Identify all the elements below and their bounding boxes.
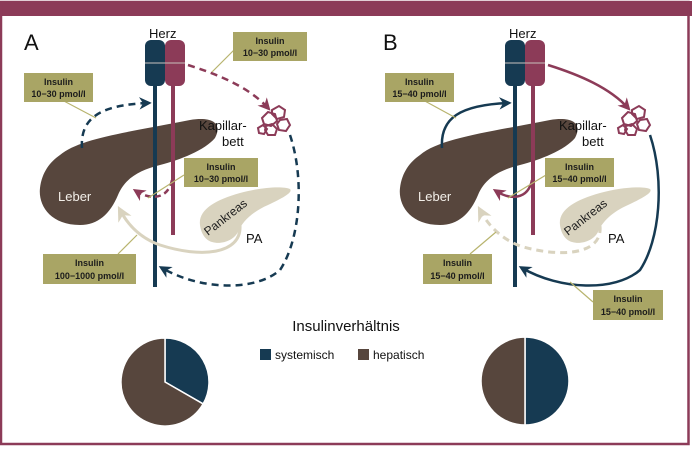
insulin-label-title: Insulin	[405, 77, 434, 87]
leader-line	[569, 281, 594, 303]
insulin-label-title: Insulin	[44, 77, 73, 87]
insulin-label-title: Insulin	[207, 162, 236, 172]
capillary-label-line1: Kapillar-	[559, 118, 607, 133]
capillary-label-line2: bett	[222, 134, 244, 149]
insulin-label-value: 15−40 pmol/l	[552, 174, 606, 184]
panel-a: A Leber Herz Kapillar- bett Pankreas PA	[24, 26, 307, 287]
portal-flow-arrow	[117, 206, 242, 254]
insulin-label-value: 15−40 pmol/l	[392, 89, 446, 99]
pa-label: PA	[246, 231, 263, 246]
heart-label: Herz	[509, 26, 536, 41]
legend-label-hepatic: hepatisch	[373, 348, 424, 362]
panel-letter: A	[24, 30, 39, 55]
insulin-label-box	[593, 290, 663, 320]
insulin-label-title: Insulin	[565, 162, 594, 172]
capillary-bed-icon	[616, 104, 652, 136]
insulin-label-title: Insulin	[614, 294, 643, 304]
panel-letter: B	[383, 30, 398, 55]
insulin-label-value: 100−1000 pmol/l	[55, 271, 124, 281]
arterial-flow-arrow	[547, 63, 631, 111]
insulin-label-title: Insulin	[75, 258, 104, 268]
venous-return-arrow	[158, 134, 300, 287]
pie-slice-systemic	[524, 336, 570, 426]
leader-line	[147, 174, 185, 199]
heart-icon	[505, 40, 545, 86]
leader-line	[422, 99, 457, 119]
heart-icon	[145, 40, 185, 86]
hepatic-vein-arrow	[80, 97, 152, 149]
pie-slice-systemic	[164, 337, 210, 405]
legend-label-systemic: systemisch	[275, 348, 334, 362]
liver-label: Leber	[58, 189, 92, 204]
insulin-label-value: 15−40 pmol/l	[601, 307, 655, 317]
portal-flow-arrow	[477, 206, 602, 255]
pancreas-shape	[199, 187, 291, 243]
insulin-label-box	[385, 73, 454, 102]
insulin-label-title: Insulin	[256, 36, 285, 46]
leader-line	[117, 234, 138, 255]
insulin-label-box	[423, 254, 492, 284]
hepatic-artery-arrow	[132, 179, 174, 201]
arterial-flow-arrow	[187, 63, 271, 111]
pie-chart-a	[120, 337, 210, 427]
top-bar	[0, 1, 692, 16]
leader-line	[211, 49, 235, 73]
legend-swatch-systemic	[260, 349, 271, 360]
pancreas-shape	[559, 187, 651, 243]
liver-label: Leber	[418, 189, 452, 204]
insulin-label-value: 10−30 pmol/l	[31, 89, 85, 99]
insulin-label-value: 15−40 pmol/l	[430, 271, 484, 281]
insulin-label-title: Insulin	[443, 258, 472, 268]
insulin-label-value: 10−30 pmol/l	[243, 48, 297, 58]
capillary-label-line2: bett	[582, 134, 604, 149]
leader-line	[469, 231, 497, 255]
leader-line	[507, 174, 547, 199]
chart-title: Insulinverhältnis	[292, 318, 400, 335]
pie-slice-hepatic	[120, 337, 205, 427]
legend-swatch-hepatic	[358, 349, 369, 360]
insulin-label-box	[184, 158, 258, 187]
panel-b: B Leber Herz Kapillar- bett Pankreas PA	[383, 26, 663, 320]
insulin-label-value: 10−30 pmol/l	[194, 174, 248, 184]
insulin-label-box	[545, 158, 614, 187]
insulin-label-box	[233, 32, 307, 61]
capillary-label-line1: Kapillar-	[199, 118, 247, 133]
capillary-bed-icon	[256, 104, 292, 136]
heart-label: Herz	[149, 26, 176, 41]
pa-label: PA	[608, 231, 625, 246]
venous-return-arrow	[518, 134, 660, 287]
pie-slice-hepatic	[480, 336, 526, 426]
hepatic-vein-arrow	[440, 97, 512, 149]
insulin-label-box	[24, 73, 93, 102]
leader-line	[61, 99, 97, 119]
pie-chart-b	[480, 336, 570, 426]
insulin-label-box	[43, 254, 136, 284]
insulin-ratio-chart: Insulinverhältnis systemisch hepatisch	[120, 318, 570, 427]
